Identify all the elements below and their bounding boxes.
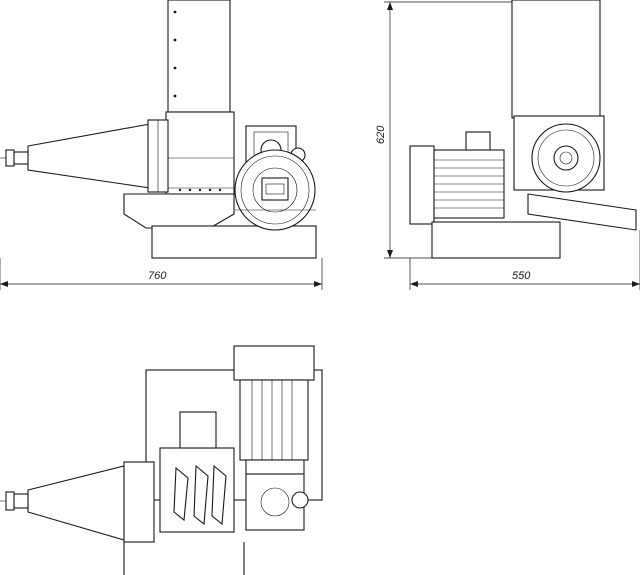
top-motor-flange [245,459,305,475]
top-motor-fins [251,380,293,460]
side-width-label: 550 [512,270,531,282]
top-view [0,345,323,575]
side-motor-endcap [409,145,435,225]
top-motor-endcap [233,345,315,381]
side-height-label: 620 [375,125,387,144]
top-base-edges [123,542,245,575]
top-hopper-clamp [179,411,217,449]
cutter-knives [173,464,227,526]
top-spout [13,493,29,509]
front-discharge-cone [27,123,151,189]
side-terminal-box [465,131,491,151]
front-hopper [167,0,231,113]
side-discharge-chute [527,193,637,231]
dimension-side-width: 550 [409,230,640,290]
side-view [409,0,637,259]
front-width-label: 760 [148,270,167,282]
dimension-side-height: 620 [375,1,512,259]
top-motor-body [239,379,309,461]
side-hopper [511,0,601,119]
top-discharge-cone [27,465,125,541]
dimension-front-width: 760 [0,258,323,290]
front-base-stand [151,225,317,259]
front-view [0,0,317,259]
flywheel-hub [261,177,289,201]
side-base-stand [431,221,561,259]
housing-rivet-row [178,188,222,192]
side-shaft [553,145,579,171]
front-housing [165,111,235,195]
front-spout [13,151,29,165]
hopper-rivets [173,10,177,98]
top-cone-flange [123,461,155,543]
front-collector-tray [123,193,235,229]
motor-cooling-fins [434,159,504,209]
